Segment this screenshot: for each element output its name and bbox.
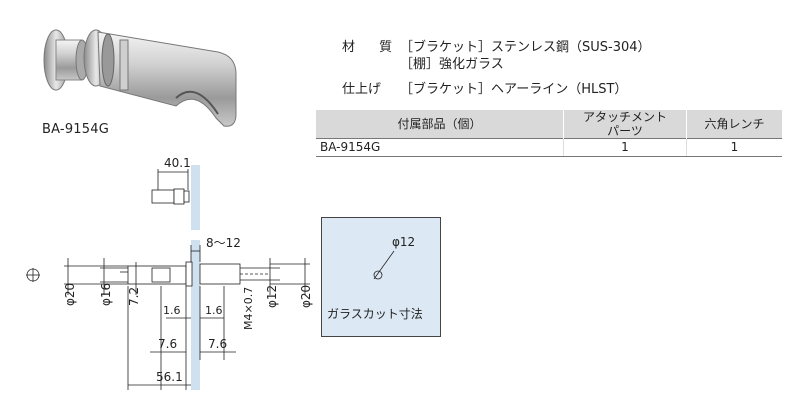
circle-crosshair-icon	[26, 268, 40, 282]
column-header: アタッチメント パーツ	[563, 110, 687, 139]
dim-7-6-left: 7.6	[158, 337, 177, 351]
table-cell: BA-9154G	[316, 138, 564, 157]
glass-cut-panel: ガラスカット寸法	[321, 217, 441, 337]
material-label: 材 質	[342, 40, 403, 55]
dim-40-1: 40.1	[164, 156, 191, 170]
glass-strip-main	[191, 240, 200, 390]
material-value-1: ［ブラケット］ステンレス鋼（SUS-304）	[400, 40, 651, 55]
material-value-2: ［棚］強化ガラス	[400, 57, 504, 72]
product-photo	[43, 29, 237, 127]
dim-dia-12: φ12	[265, 285, 279, 308]
glass-cut-caption: ガラスカット寸法	[327, 307, 423, 321]
dim-7-2: 7.2	[127, 287, 141, 306]
hole-circle	[373, 270, 383, 280]
dim-1-6-right: 1.6	[205, 304, 223, 317]
dim-glass-range: 8～12	[206, 236, 241, 250]
model-label: BA-9154G	[42, 122, 109, 137]
table-header-row: 付属部品（個） アタッチメント パーツ 六角レンチ	[316, 110, 782, 139]
finish-value: ［ブラケット］ヘアーライン（HLST）	[400, 82, 628, 97]
glass-hole-dim: φ12	[392, 235, 416, 249]
parts-table: 付属部品（個） アタッチメント パーツ 六角レンチ BA-9154G 1 1	[316, 110, 782, 157]
dim-dia-16: φ16	[99, 283, 113, 306]
column-header: 六角レンチ	[686, 110, 782, 139]
table-cell: 1	[686, 138, 782, 157]
dim-dia-20-right: φ20	[299, 285, 313, 308]
dim-overall: 56.1	[156, 370, 183, 384]
finish-spec: 仕上げ ［ブラケット］ヘアーライン（HLST）	[342, 82, 627, 98]
technical-drawing: 40.1 8～12 φ20 φ16 7.2 1.6 1.6 M4×0.7 φ12…	[26, 156, 313, 390]
table-row: BA-9154G 1 1	[316, 138, 782, 157]
dim-7-6-right: 7.6	[208, 337, 227, 351]
dim-1-6-left: 1.6	[163, 304, 181, 317]
glass-strip-top	[191, 165, 200, 230]
material-spec: 材 質［ブラケット］ステンレス鋼（SUS-304）	[342, 40, 651, 56]
column-header: 付属部品（個）	[316, 110, 564, 139]
dim-thread: M4×0.7	[242, 287, 255, 330]
finish-label: 仕上げ	[342, 82, 382, 97]
dim-dia-20-left: φ20	[63, 283, 77, 306]
table-cell: 1	[563, 138, 687, 157]
